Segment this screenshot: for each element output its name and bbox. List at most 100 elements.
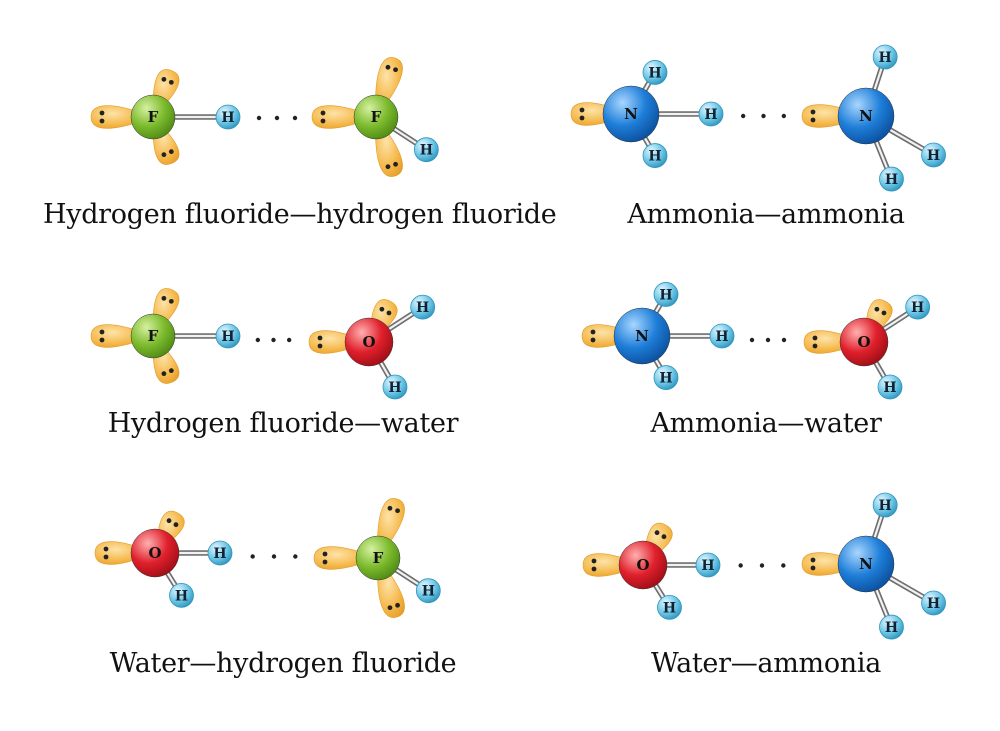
hydrogen-atom [921,590,946,616]
electron-dot [168,298,174,304]
hydrogen-atom [169,583,194,608]
caption-nh3-nh3: Ammonia—ammonia [627,199,905,230]
hydrogen-label: H [927,596,940,612]
central-atom-N [613,307,671,365]
electron-dot [393,161,398,167]
donor-molecule-O: OHH [94,510,233,608]
acceptor-molecule-F: FH [311,57,439,177]
electron-dot [387,605,393,611]
electron-dot [661,534,667,540]
atom-label-N: N [635,327,649,345]
electron-dot [591,566,597,572]
hydrogen-atom [642,143,668,168]
central-atom-F [130,313,176,359]
acceptor-molecule-O: OHH [308,294,436,400]
hydrogen-bond-dot [759,563,765,568]
hydrogen-label: H [715,329,728,345]
electron-dot [654,530,660,536]
hydrogen-bond-dot [738,563,743,568]
electron-dot [810,565,816,571]
hydrogen-bond-dot [749,337,755,343]
central-atom-O [839,317,889,367]
electron-dot [161,76,167,82]
atom-label-F: F [373,549,384,567]
hydrogen-label: H [648,149,661,165]
atom-label-F: F [148,108,159,126]
hydrogen-atom [879,166,904,192]
hydrogen-atom [415,578,441,604]
electron-dot [385,164,391,170]
hydrogen-atom [872,44,898,70]
hydrogen-label: H [704,107,717,123]
electron-dot [395,602,400,608]
central-atom-N [837,87,895,145]
electron-dot [317,335,323,341]
hydrogen-bond-dot [271,554,277,559]
hydrogen-bond-dot [286,337,292,343]
hydrogen-atom [709,323,735,349]
hydrogen-label: H [659,287,672,303]
electron-dot [812,343,818,349]
electron-dot [99,337,105,343]
electron-dot [387,505,393,511]
hydrogen-atom [872,492,898,518]
electron-dot [317,343,323,349]
electron-dot [386,310,392,316]
caption-hf-h2o: Hydrogen fluoride—water [107,408,459,439]
hydrogen-bond-dot [761,113,766,119]
hydrogen-atom [695,552,721,578]
hydrogen-bond-dot [765,337,771,343]
caption-h2o-nh3: Water—ammonia [650,648,882,679]
hydrogen-atom [877,374,903,400]
electron-dot [103,546,109,552]
electron-dot [161,295,167,301]
hydrogen-label: H [422,584,435,600]
central-atom-F [353,94,399,140]
hydrogen-label: H [885,172,898,188]
hydrogen-bond-dot [250,554,255,559]
electron-dot [103,554,109,560]
hydrogen-atom [207,540,233,566]
hydrogen-label: H [879,50,892,66]
electron-dot [166,518,172,524]
central-atom-F [130,94,176,140]
electron-dot [99,329,105,335]
electron-dot [881,310,887,316]
hydrogen-label: H [911,300,924,316]
hydrogen-bond-dot [274,115,280,121]
acceptor-molecule-O: OHH [803,294,931,400]
electron-dot [810,117,816,123]
hydrogen-atom [410,294,436,320]
hydrogen-bond-dot [740,113,746,119]
hydrogen-atom [215,323,241,349]
electron-dot [590,337,596,343]
hydrogen-bond-dot [293,554,298,559]
central-atom-O [618,540,668,590]
hydrogen-atom [653,365,679,390]
hydrogen-label: H [659,371,672,387]
atom-label-N: N [859,107,873,125]
hydrogen-atom [698,101,724,127]
electron-dot [590,329,596,335]
hydrogen-label: H [885,620,898,636]
electron-dot [322,559,328,565]
electron-dot [395,508,400,514]
atom-label-O: O [148,544,161,562]
hydrogen-label: H [420,143,433,159]
lone-pair-lobe [311,105,369,129]
electron-dot [812,335,818,341]
hydrogen-atom [653,282,679,307]
electron-dot [385,64,391,70]
hydrogen-atom [642,60,668,85]
caption-h2o-hf: Water—hydrogen fluoride [109,648,457,679]
hydrogen-atom [657,595,682,620]
hydrogen-atom [215,104,241,130]
hydrogen-label: H [388,380,401,396]
electron-dot [379,306,385,312]
hydrogen-atom [879,614,904,640]
electron-dot [810,557,816,563]
central-atom-O [130,528,180,578]
central-atom-F [355,535,401,581]
